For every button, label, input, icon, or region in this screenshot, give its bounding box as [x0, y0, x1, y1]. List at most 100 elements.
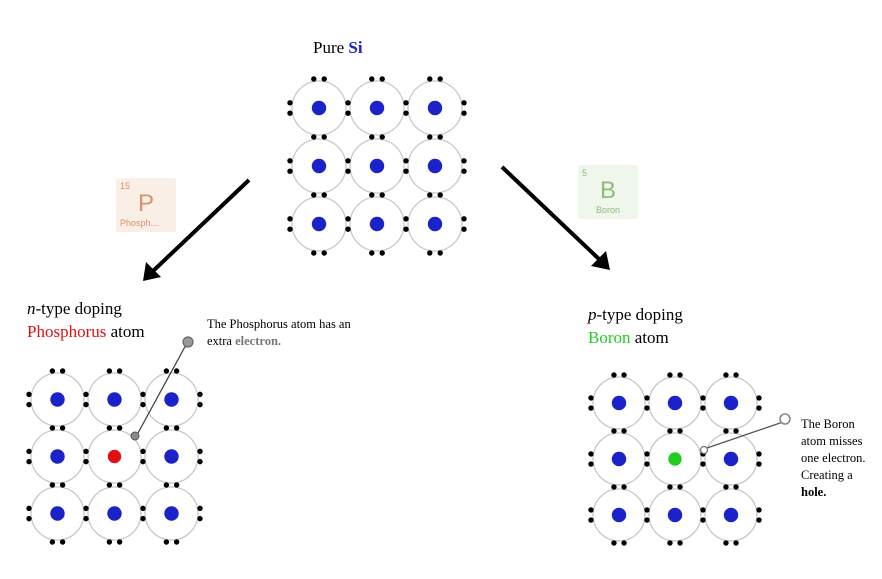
- valence-electron: [173, 368, 180, 374]
- valence-electron: [287, 226, 293, 232]
- valence-electron: [677, 484, 683, 490]
- valence-electron: [116, 482, 123, 488]
- bond-arc: [648, 432, 702, 486]
- arrow-to-p-type: [500, 165, 610, 270]
- valence-electron: [700, 395, 706, 401]
- valence-electron: [379, 134, 385, 140]
- bond-arc: [144, 486, 199, 541]
- valence-electron: [427, 134, 433, 140]
- valence-electron: [427, 192, 433, 198]
- bond-arc: [592, 376, 646, 430]
- bond-arc: [648, 376, 702, 430]
- valence-electron: [667, 484, 673, 490]
- valence-electron: [311, 134, 317, 140]
- boron-note-line2: atom misses: [801, 434, 863, 448]
- valence-electron: [403, 226, 409, 232]
- valence-electron: [621, 372, 627, 378]
- valence-electron: [427, 250, 433, 256]
- silicon-atom: [369, 100, 385, 116]
- valence-electron: [379, 76, 385, 82]
- bond-arcs: [592, 376, 758, 542]
- valence-electron: [723, 540, 729, 546]
- valence-electron: [756, 405, 762, 411]
- valence-electron: [49, 539, 56, 545]
- valence-electron: [163, 539, 170, 545]
- bond-arc: [349, 196, 405, 252]
- bond-arc: [349, 138, 405, 194]
- valence-electron: [59, 368, 66, 374]
- valence-electron: [26, 391, 32, 398]
- valence-electron: [321, 250, 327, 256]
- bond-arc: [144, 429, 199, 484]
- valence-electron: [667, 428, 673, 434]
- valence-electron: [588, 507, 594, 513]
- p-type-rest: -type doping: [596, 305, 683, 324]
- valence-electron: [756, 461, 762, 467]
- arrow-to-n-type: [143, 178, 251, 281]
- bond-arc: [704, 432, 758, 486]
- bond-arc: [648, 488, 702, 542]
- hole-pointer: [699, 413, 791, 455]
- valence-electron: [667, 540, 673, 546]
- valence-electron: [287, 216, 293, 222]
- p-type-lattice: [588, 372, 762, 546]
- valence-electron: [59, 425, 66, 431]
- bond-arc: [30, 486, 85, 541]
- valence-electron: [59, 482, 66, 488]
- valence-electron: [611, 484, 617, 490]
- pure-si-title: Pure Si: [313, 38, 363, 58]
- valence-electron: [83, 458, 89, 465]
- si-label: Si: [348, 38, 363, 57]
- silicon-atom: [611, 451, 627, 467]
- valence-electron: [756, 507, 762, 513]
- valence-electron: [369, 76, 375, 82]
- extra-electron-pointer: [130, 336, 194, 441]
- valence-electron: [369, 134, 375, 140]
- valence-electron: [403, 168, 409, 174]
- valence-electron: [756, 451, 762, 457]
- valence-electron: [621, 540, 627, 546]
- phosphorus-note-bold: electron.: [235, 334, 282, 348]
- silicon-atom: [311, 158, 327, 174]
- valence-electron: [588, 405, 594, 411]
- valence-electron: [461, 168, 467, 174]
- bond-arc: [30, 372, 85, 427]
- valence-electron: [700, 507, 706, 513]
- valence-electron: [345, 226, 351, 232]
- valence-electron: [106, 425, 113, 431]
- valence-electron: [461, 158, 467, 164]
- valence-electron: [644, 517, 650, 523]
- bond-arc: [291, 138, 347, 194]
- valence-electron: [621, 428, 627, 434]
- hole-callout: [779, 413, 791, 425]
- valence-electron: [106, 482, 113, 488]
- valence-electron: [437, 250, 443, 256]
- phosphorus-name: Phosphorus: [27, 322, 107, 341]
- valence-electron: [140, 515, 146, 522]
- silicon-atom: [427, 158, 443, 174]
- bond-arc: [407, 196, 463, 252]
- phosphorus-note-line2: extra electron.: [207, 333, 281, 349]
- valence-electron: [403, 216, 409, 222]
- valence-electron: [427, 76, 433, 82]
- valence-electron: [106, 368, 113, 374]
- silicon-atom: [427, 100, 443, 116]
- valence-electron: [140, 391, 146, 398]
- valence-electron: [588, 395, 594, 401]
- valence-electron: [700, 517, 706, 523]
- valence-electron: [345, 158, 351, 164]
- valence-electron: [723, 484, 729, 490]
- p-type-italic: p: [588, 305, 597, 324]
- valence-electron: [59, 539, 66, 545]
- extra-electron-callout: [182, 336, 194, 348]
- p-type-heading: p-type doping: [588, 305, 683, 325]
- silicon-atom: [311, 100, 327, 116]
- bond-arc: [144, 372, 199, 427]
- valence-electron: [321, 134, 327, 140]
- valence-electron: [49, 368, 56, 374]
- n-type-lattice: [26, 368, 203, 545]
- boron-atom: [667, 451, 683, 467]
- valence-electron: [83, 401, 89, 408]
- bond-arc: [592, 432, 646, 486]
